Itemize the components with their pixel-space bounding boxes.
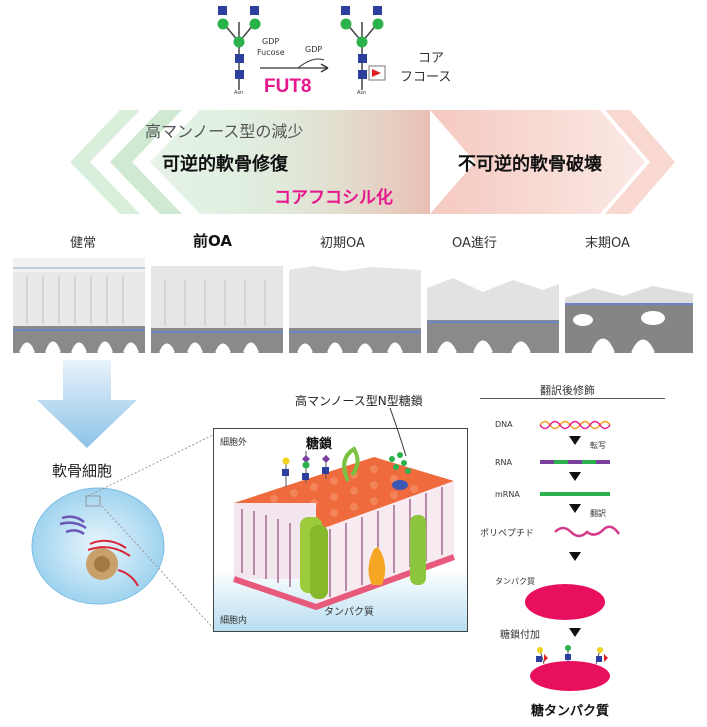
- zoom-guide-lines: [87, 434, 214, 629]
- rna-to-mrna-arrow: [569, 472, 581, 481]
- stage-end-oa-label: 末期OA: [585, 236, 630, 251]
- core-fucose-label-line2: フコース: [400, 70, 452, 85]
- rna-strand-icon: [540, 460, 610, 464]
- ptm-polypeptide-label: ポリペプチド: [480, 529, 535, 539]
- glycosylation-label: 糖鎖付加: [500, 630, 540, 641]
- reaction-product-gdp-label: GDP: [305, 45, 323, 54]
- ptm-title-underline: [480, 398, 665, 399]
- mrna-to-polypeptide-arrow: [569, 504, 581, 513]
- ptm-protein-label: タンパク質: [495, 577, 535, 586]
- protein-to-glycoprotein-arrow: [569, 628, 581, 637]
- membrane-zoom-box: 細胞外 糖鎖 細胞内 タンパク質: [213, 428, 468, 632]
- reaction-gdp-label: GDP: [262, 37, 280, 46]
- lipid-bilayer-illustration: [233, 446, 456, 611]
- red-arrow-body: [430, 110, 645, 214]
- svg-text:Asn: Asn: [234, 90, 243, 96]
- reaction-area: Asn GDP Fucose GDP FUT8 Asn コア フコース: [0, 0, 707, 105]
- green-chevron-1: [70, 110, 140, 214]
- core-fucose-label-line1: コア: [418, 51, 445, 66]
- polypeptide-to-protein-arrow: [569, 552, 581, 561]
- dna-helix-icon: [539, 420, 611, 430]
- green-chevron-2: [110, 110, 182, 214]
- n-glycan-callout-label: 高マンノース型N型糖鎖: [295, 394, 423, 408]
- chondrocyte-label: 軟骨細胞: [52, 462, 113, 480]
- stage-early-oa-label: 初期OA: [320, 236, 365, 251]
- irreversible-destruction-label: 不可逆的軟骨破壊: [458, 154, 602, 175]
- fut8-label: FUT8: [264, 76, 312, 97]
- n-glycan-callout-line: [389, 407, 407, 457]
- ptm-title: 翻訳後修飾: [540, 384, 595, 397]
- translation-label: 翻訳: [590, 509, 606, 518]
- progression-banner: [70, 110, 675, 214]
- pink-overlay: [190, 110, 430, 214]
- cartilage-panel-end-oa: [565, 286, 693, 354]
- n-glycan-substrate-icon: Asn: [217, 6, 261, 96]
- extracellular-label: 細胞外: [220, 438, 248, 448]
- ptm-rna-label: RNA: [495, 458, 513, 467]
- reaction-fucose-label: Fucose: [257, 48, 285, 57]
- cartilage-panel-pre-oa: [151, 266, 283, 354]
- intracellular-label: 細胞内: [220, 616, 248, 626]
- svg-text:Asn: Asn: [357, 90, 366, 96]
- red-chevron-1: [605, 110, 675, 214]
- stage-healthy-label: 健常: [70, 236, 97, 251]
- transcription-label: 転写: [590, 441, 606, 450]
- glycoprotein-icon: [530, 645, 610, 691]
- zoom-down-arrow: [37, 360, 137, 448]
- cartilage-panel-early-oa: [289, 266, 421, 354]
- cartilage-panel-healthy: [13, 258, 145, 354]
- polypeptide-chain-icon: [554, 525, 621, 538]
- chondrocyte-cell-illustration: [31, 487, 165, 605]
- ptm-mrna-label: mRNA: [495, 490, 520, 499]
- protein-ellipse-icon: [525, 584, 605, 620]
- cartilage-stages-strip: [13, 258, 693, 354]
- stage-pre-oa-label: 前OA: [193, 232, 232, 250]
- glycan-label: 糖鎖: [306, 437, 333, 452]
- core-fucosylated-glycan-icon: Asn: [340, 6, 386, 96]
- dna-to-rna-arrow: [569, 436, 581, 445]
- membrane-protein-label: タンパク質: [324, 607, 374, 618]
- ptm-dna-label: DNA: [495, 420, 513, 429]
- stage-advanced-oa-label: OA進行: [452, 236, 497, 251]
- reversible-repair-label: 可逆的軟骨修復: [162, 154, 288, 175]
- reaction-arrow: [260, 58, 329, 73]
- cartilage-panel-advanced-oa: [427, 278, 559, 354]
- glycoprotein-label: 糖タンパク質: [531, 704, 610, 719]
- mrna-strand-icon: [540, 492, 610, 496]
- core-fucosylation-label: コアフコシル化: [274, 188, 393, 208]
- high-mannose-decrease-label: 高マンノース型の減少: [145, 122, 304, 141]
